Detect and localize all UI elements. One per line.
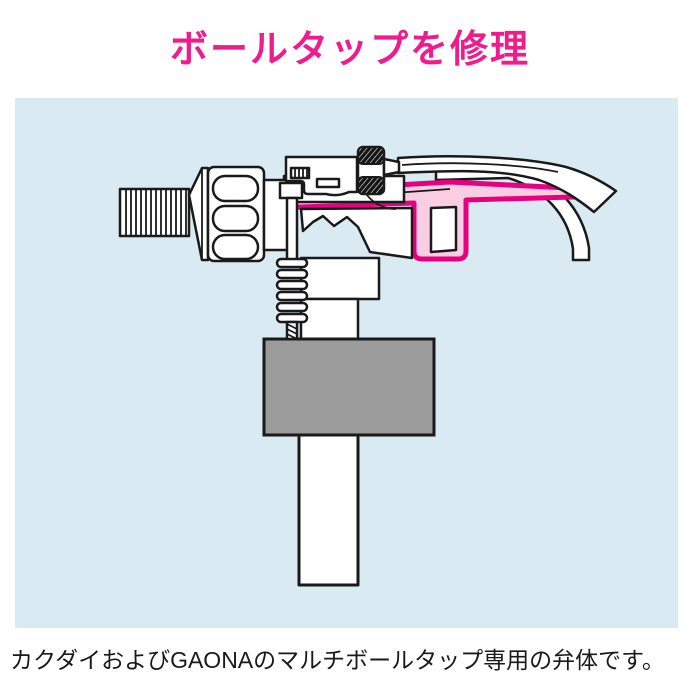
inlet-thread <box>118 187 191 238</box>
valve-part-inner-panel <box>429 205 458 254</box>
pivot-knurl-icon <box>356 145 386 196</box>
linkage-curve <box>365 193 397 210</box>
lever-connector <box>382 157 401 177</box>
adjuster-slot <box>315 177 341 189</box>
tank-wall-block <box>262 337 436 437</box>
lever-arm-inner-line <box>401 162 559 173</box>
valve-shank-lower <box>299 297 360 341</box>
rod-cap <box>278 181 304 200</box>
rod-shaft <box>285 196 299 264</box>
outlet-pipe <box>297 433 360 587</box>
grip-ridges <box>289 166 311 180</box>
top-actuator-mechanism <box>284 155 359 197</box>
float-lever-arm <box>396 155 618 214</box>
caption-text: カクダイおよびGAONAのマルチボールタップ専用の弁体です。 <box>10 647 665 673</box>
mounting-nut <box>206 165 266 263</box>
page-title: ボールタップを修理 <box>169 29 530 71</box>
valve-body-lower <box>299 206 414 260</box>
inlet-flange-cone <box>187 166 210 262</box>
spring-coil <box>275 257 309 269</box>
adjustment-rod-and-spring <box>275 181 309 341</box>
valve-shank-upper <box>299 256 381 301</box>
